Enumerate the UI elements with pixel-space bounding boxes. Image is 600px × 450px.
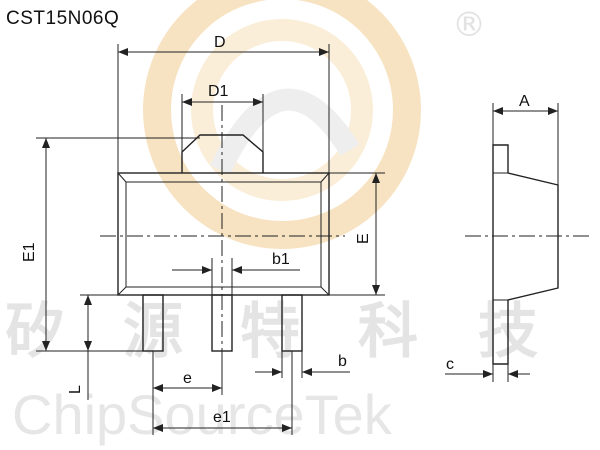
watermark-cn-char-1: 矽 (5, 297, 65, 367)
watermark-logo-outer-ring (143, 0, 421, 249)
watermark-logo-swoosh (210, 88, 360, 175)
dim-label-b: b (338, 353, 347, 370)
front-view-body-inner (125, 181, 322, 288)
dim-label-A: A (519, 93, 530, 110)
dim-label-e: e (183, 370, 192, 387)
bevel-bl (117, 286, 127, 296)
bevel-tr (320, 172, 330, 183)
watermark-english: ChipSourceTek (12, 383, 393, 446)
dim-label-e1: e1 (213, 409, 231, 426)
watermark-cn-char-4: 科 (358, 297, 418, 367)
dim-label-D: D (214, 34, 226, 51)
front-view-dimensions (36, 44, 385, 435)
dim-label-E1: E1 (21, 242, 38, 262)
part-number-title: CST15N06Q (6, 8, 120, 29)
dim-label-E: E (355, 233, 372, 244)
bevel-tl (117, 172, 127, 183)
watermark-registered-mark: ® (452, 5, 486, 45)
side-view-dimensions (445, 103, 559, 382)
dim-label-L: L (67, 385, 84, 394)
watermark-logo (143, 0, 421, 249)
front-view (100, 105, 345, 358)
dim-label-D1: D1 (208, 83, 229, 100)
side-view-outline (492, 144, 559, 365)
side-view (465, 144, 590, 365)
dim-label-b1: b1 (272, 251, 290, 268)
dim-label-c: c (446, 356, 454, 373)
watermark-logo-inner-ring (191, 19, 373, 201)
watermark-cn-char-3: 特 (240, 297, 300, 367)
bevel-br (320, 286, 330, 296)
